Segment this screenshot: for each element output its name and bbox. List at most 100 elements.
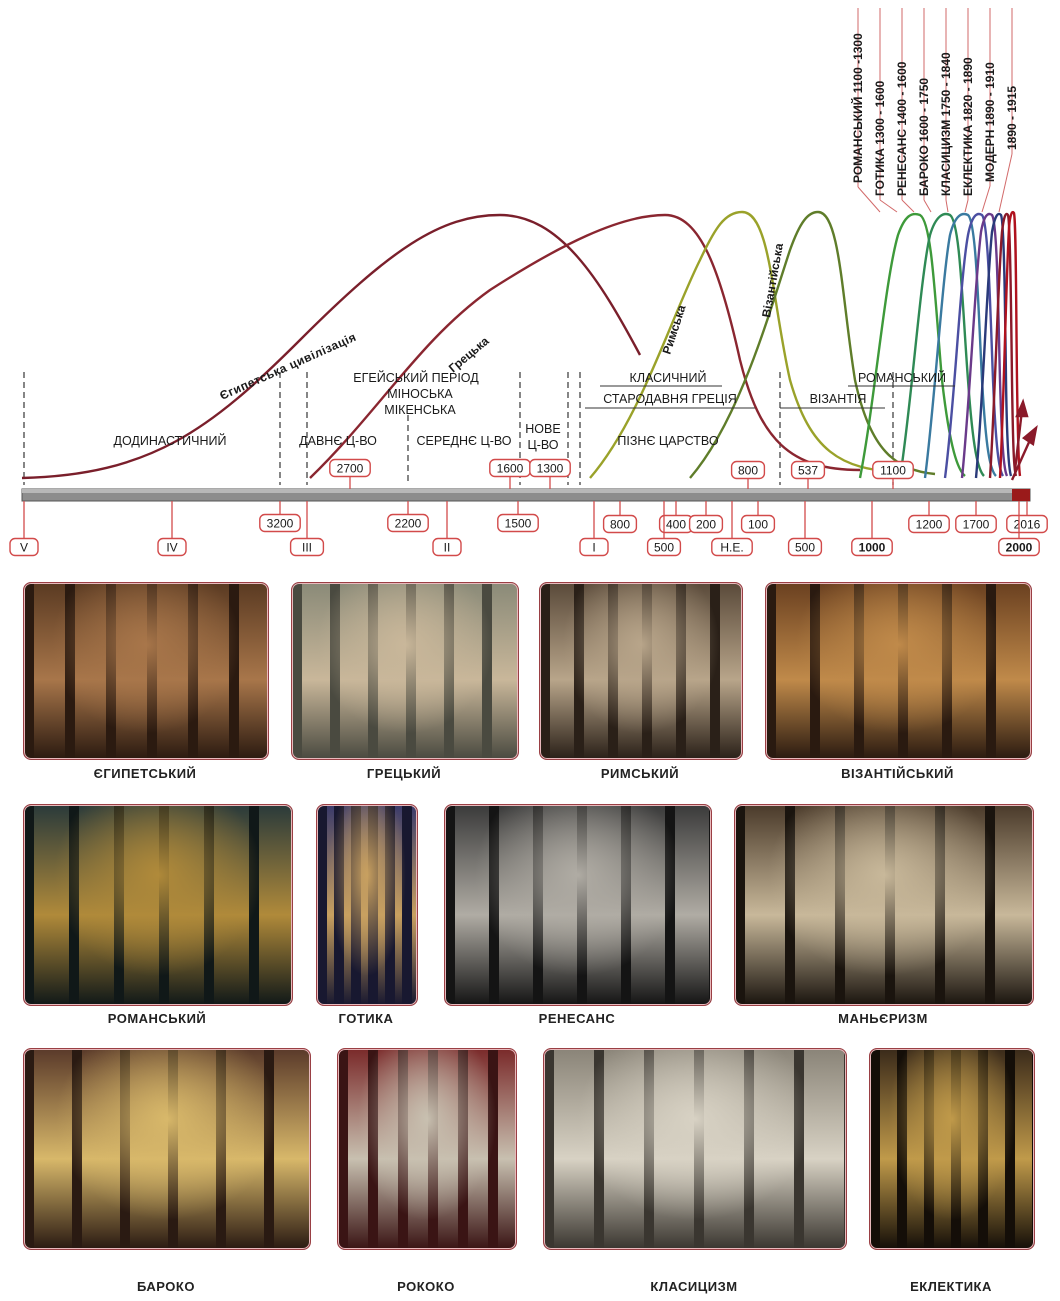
date-tag-bottom: 1000 xyxy=(851,501,893,557)
style-range-label-eclecticism: ЕКЛЕКТИКА 1820 - 1890 xyxy=(961,57,975,196)
svg-text:800: 800 xyxy=(610,518,630,532)
svg-text:2000: 2000 xyxy=(1006,541,1033,555)
period-minoan: МІНОСЬКА xyxy=(387,387,453,401)
date-tag-upper: 2700 xyxy=(329,458,371,489)
curve-egypt xyxy=(21,213,642,480)
style-caption: ВІЗАНТІЙСЬКИЙ xyxy=(841,766,954,781)
svg-text:1700: 1700 xyxy=(963,518,990,532)
svg-text:2016: 2016 xyxy=(1014,518,1041,532)
date-tag-upper: 800 xyxy=(730,460,766,489)
svg-text:1500: 1500 xyxy=(505,517,532,531)
style-caption: РИМСЬКИЙ xyxy=(600,766,680,781)
period-late-kingdom: ПІЗНЄ ЦАРСТВО xyxy=(617,434,718,448)
style-photo xyxy=(23,1048,311,1250)
curve-roman xyxy=(589,210,901,479)
style-range-label-modern-late: 1890 - 1915 xyxy=(1005,86,1019,150)
svg-text:800: 800 xyxy=(738,464,758,478)
date-tag-lower: 2016 xyxy=(1006,501,1048,534)
style-photo xyxy=(869,1048,1035,1250)
date-tag-lower: 400 xyxy=(658,501,694,534)
style-photo xyxy=(444,804,712,1006)
style-caption: РОКОКО xyxy=(397,1279,455,1294)
style-range-label-renaissance: РЕНЕСАНС 1400 - 1600 xyxy=(895,61,909,196)
period-classical: КЛАСИЧНИЙ xyxy=(630,370,707,385)
style-caption: МАНЬЄРИЗМ xyxy=(838,1011,928,1026)
curve-greek xyxy=(309,213,861,479)
svg-text:100: 100 xyxy=(748,518,768,532)
era-label-egypt: Єгипетська цивілізація xyxy=(218,330,359,403)
svg-text:1600: 1600 xyxy=(497,462,524,476)
date-tag-upper: 1600 xyxy=(489,458,531,489)
svg-text:1300: 1300 xyxy=(537,462,564,476)
date-tag-upper: 537 xyxy=(790,460,826,489)
svg-text:1100: 1100 xyxy=(880,464,906,478)
style-photo xyxy=(23,582,269,760)
style-range-label-gothic: ГОТИКА 1300 - 1600 xyxy=(873,80,887,196)
period-new-kingdom: НОВЕ xyxy=(525,422,560,436)
style-photo xyxy=(543,1048,847,1250)
style-photo xyxy=(337,1048,517,1250)
date-tag-bottom: Н.Е. xyxy=(711,501,753,557)
style-photo xyxy=(765,582,1032,760)
period-old-kingdom: ДАВНЄ Ц-ВО xyxy=(299,434,377,448)
style-photo xyxy=(539,582,743,760)
era-label-byzantine: Візантійська xyxy=(759,242,786,319)
svg-text:1000: 1000 xyxy=(859,541,886,555)
style-caption: РЕНЕСАНС xyxy=(538,1011,616,1026)
style-range-label-classicism: КЛАСИЦИЗМ 1750 - 1840 xyxy=(939,52,953,196)
period-aegean: ЕГЕЙСЬКИЙ ПЕРІОД xyxy=(353,370,479,385)
svg-text:400: 400 xyxy=(666,518,686,532)
curve-baroque xyxy=(943,212,1005,479)
style-caption: ГРЕЦЬКИЙ xyxy=(366,766,442,781)
date-tag-lower: 2200 xyxy=(387,501,429,533)
curve-classicism xyxy=(960,212,1009,479)
svg-text:200: 200 xyxy=(696,518,716,532)
date-tag-bottom: 2000 xyxy=(998,501,1040,557)
date-tag-bottom: 500 xyxy=(787,501,823,557)
period-middle-kingdom: СЕРЕДНЄ Ц-ВО xyxy=(416,434,511,448)
curve-renaissance xyxy=(923,212,997,479)
date-tag-upper: 1300 xyxy=(529,458,571,489)
date-tag-lower: 1200 xyxy=(908,501,950,534)
svg-text:537: 537 xyxy=(798,464,818,478)
period-byzantium: ВІЗАНТІЯ xyxy=(810,392,867,406)
date-tag-bottom: V xyxy=(9,501,39,557)
style-caption: БАРОКО xyxy=(137,1279,195,1294)
style-caption: РОМАНСЬКИЙ xyxy=(107,1011,207,1026)
style-caption: КЛАСИЦИЗМ xyxy=(650,1279,738,1294)
svg-text:500: 500 xyxy=(795,541,815,555)
architecture-timeline: Єгипетська цивілізація Грецька Римська В… xyxy=(9,8,1048,557)
style-range-label-modern: МОДЕРН 1890 - 1910 xyxy=(983,62,997,182)
svg-text:III: III xyxy=(302,541,312,555)
era-label-roman: Римська xyxy=(660,303,689,356)
date-tag-bottom: 500 xyxy=(646,501,682,557)
svg-text:2200: 2200 xyxy=(395,517,422,531)
date-tag-bottom: III xyxy=(289,501,325,557)
style-photo xyxy=(23,804,293,1006)
style-range-label-romanesque: РОМАНСЬКИЙ 1100 -1300 xyxy=(850,33,865,183)
svg-text:IV: IV xyxy=(166,541,177,555)
date-tag-upper: 1100 xyxy=(872,460,914,489)
svg-text:I: I xyxy=(592,541,595,555)
svg-text:II: II xyxy=(444,541,451,555)
date-tag-lower: 200 xyxy=(688,501,724,534)
date-tag-lower: 1500 xyxy=(497,501,539,533)
date-tag-lower: 3200 xyxy=(259,501,301,533)
date-tag-lower: 800 xyxy=(602,501,638,534)
style-caption: ЄГИПЕТСЬКИЙ xyxy=(93,766,197,781)
date-tag-lower: 1700 xyxy=(955,501,997,534)
svg-text:Н.Е.: Н.Е. xyxy=(720,541,743,555)
curve-gothic xyxy=(898,212,985,479)
period-ancient-greece: СТАРОДАВНЯ ГРЕЦІЯ xyxy=(603,392,737,406)
style-photo xyxy=(316,804,418,1006)
era-label-greek: Грецька xyxy=(446,334,492,376)
date-tag-bottom: IV xyxy=(157,501,187,557)
period-mycenaean: МІКЕНСЬКА xyxy=(384,403,456,417)
curve-byzantine xyxy=(689,210,936,479)
style-range-label-baroque: БАРОКО 1600 - 1750 xyxy=(917,78,931,196)
style-photo xyxy=(734,804,1034,1006)
svg-text:3200: 3200 xyxy=(267,517,294,531)
period-new-kingdom-2: Ц-ВО xyxy=(527,438,558,452)
date-tag-lower: 100 xyxy=(740,501,776,534)
svg-text:1200: 1200 xyxy=(916,518,943,532)
